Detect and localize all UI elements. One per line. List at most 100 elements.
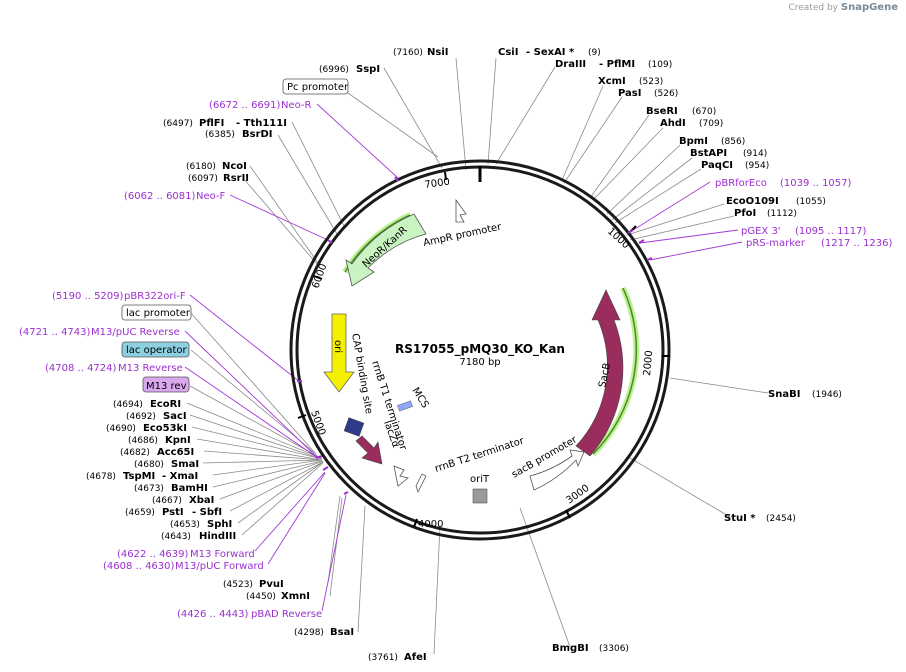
bsrdi-name: BsrDI [242, 129, 273, 140]
sphi-name: SphI [207, 519, 232, 530]
bamhi-pos: (4673) [134, 484, 164, 494]
neor-name: Neo-R [281, 100, 312, 111]
ecori-name: EcoRI [150, 399, 181, 410]
draiii-pos: (109) [648, 60, 672, 70]
m13puc-rev-name: M13/pUC Reverse [91, 327, 180, 338]
pbr322-range: (5190 .. 5209) [52, 291, 124, 302]
snabi-pos: (1946) [812, 390, 842, 400]
tspmi-extra: - XmaI [162, 471, 198, 482]
eco0109-pos: (1055) [796, 197, 826, 207]
pbad-range: (4426 .. 4443) [177, 609, 249, 620]
psti-name: PstI [162, 507, 184, 518]
xmni-name: XmnI [281, 591, 310, 602]
ncoi-pos: (6180) [186, 162, 216, 172]
m13-rev-range: (4708 .. 4724) [45, 363, 117, 374]
orit-label: oriT [470, 474, 490, 485]
paqci-pos: (954) [745, 161, 769, 171]
bsrdi-pos: (6385) [205, 130, 235, 140]
pfoi-name: PfoI [734, 208, 756, 219]
pbrfor-range: (1039 .. 1057) [780, 178, 852, 189]
bseri-pos: (670) [692, 107, 716, 117]
pflfi-pos: (6497) [163, 119, 193, 129]
snabi-name: SnaBI [768, 389, 800, 400]
xbai-pos: (4667) [152, 496, 182, 506]
m13-fwd-range: (4622 .. 4639) [117, 549, 189, 560]
lac-promoter-label: lac promoter [126, 308, 191, 319]
eco0109-name: EcoO109I [726, 196, 779, 207]
stui-name: StuI * [724, 513, 756, 524]
snapgene-credit: Created by SnapGene [788, 2, 898, 13]
rsrii-pos: (6097) [188, 174, 218, 184]
pas-pos: (526) [654, 89, 678, 99]
ncoi-name: NcoI [222, 161, 247, 172]
ahd-name: AhdI [660, 118, 686, 129]
sacb-highlight-line [592, 287, 638, 455]
plasmid-size: 7180 bp [459, 357, 500, 368]
kpni-pos: (4686) [128, 436, 158, 446]
bpm-name: BpmI [679, 136, 708, 147]
bseri-name: BseRI [646, 106, 678, 117]
sphi-pos: (4653) [170, 520, 200, 530]
rsrii-name: RsrII [223, 173, 249, 184]
m13-fwd-name: M13 Forward [190, 549, 255, 560]
psti-extra: - SbfI [192, 507, 222, 518]
sacb-promoter-arrow [529, 449, 585, 491]
stui-pos: (2454) [766, 514, 796, 524]
bstapi-pos: (914) [743, 149, 767, 159]
hindiii-name: HindIII [199, 531, 236, 542]
m13rev-label: M13 rev [146, 381, 187, 392]
lac-promoter-box [121, 304, 192, 321]
bsai-pos: (4298) [294, 628, 324, 638]
acc65i-pos: (4682) [120, 448, 150, 458]
csi-name: CsiI [498, 47, 518, 58]
pc-promoter-box [282, 78, 349, 95]
eco53ki-name: Eco53kI [143, 423, 187, 434]
hindiii-pos: (4643) [161, 532, 191, 542]
xmni-pos: (4450) [246, 592, 276, 602]
tick-4000: 4000 [418, 519, 443, 530]
xbai-name: XbaI [189, 495, 214, 506]
rrnb-t2-terminator-arrow [415, 473, 427, 494]
ecori-pos: (4694) [113, 400, 143, 410]
bamhi-name: BamHI [171, 483, 208, 494]
plasmid-name: RS17055_pMQ30_KO_Kan [395, 342, 565, 357]
nsi-pos: (7160) [393, 48, 423, 58]
sspi-pos: (6996) [319, 65, 349, 75]
eco53ki-pos: (4690) [106, 424, 136, 434]
tspmi-name: TspMI [123, 471, 155, 482]
snapgene-logo: SnapGene [840, 2, 898, 13]
orit-block [472, 488, 488, 504]
bpm-pos: (856) [721, 137, 745, 147]
lac-operator-label: lac operator [126, 345, 187, 356]
primer-marks [297, 176, 653, 495]
lac-operator-box [121, 341, 190, 358]
pas-name: PasI [618, 88, 641, 99]
pc-promoter-label: Pc promoter [287, 82, 349, 93]
csi-pos: (9) [588, 48, 601, 58]
nsi-name: NsiI [427, 47, 448, 58]
mcs-block [397, 400, 413, 412]
pbad-name: pBAD Reverse [251, 609, 322, 620]
tick-6000: 6000 [310, 262, 329, 290]
neof-range: (6062 .. 6081) [124, 191, 196, 202]
afei-pos: (3761) [368, 653, 398, 663]
pflfi-extra: - Tth111I [236, 118, 287, 129]
enzyme-leader-lines [186, 57, 769, 655]
neof-name: Neo-F [196, 191, 226, 202]
psti-pos: (4659) [125, 508, 155, 518]
saci-pos: (4692) [126, 412, 156, 422]
csi-extra: - SexAI * [526, 47, 575, 58]
m13puc-rev-range: (4721 .. 4743) [19, 327, 91, 338]
pbrfor-name: pBRforEco [715, 178, 767, 189]
lacz-alpha-arrow [355, 435, 383, 465]
tick-7000: 7000 [424, 177, 451, 191]
smai-pos: (4680) [134, 460, 164, 470]
bmgbi-pos: (3306) [599, 644, 629, 654]
m13-rev-name: M13 Reverse [118, 363, 183, 374]
xcm-name: XcmI [598, 76, 626, 87]
draiii-extra: - PflMI [599, 59, 635, 70]
afei-name: AfeI [404, 652, 427, 663]
neo-kanr-arrow [345, 213, 427, 287]
m13rev-box [142, 376, 190, 393]
